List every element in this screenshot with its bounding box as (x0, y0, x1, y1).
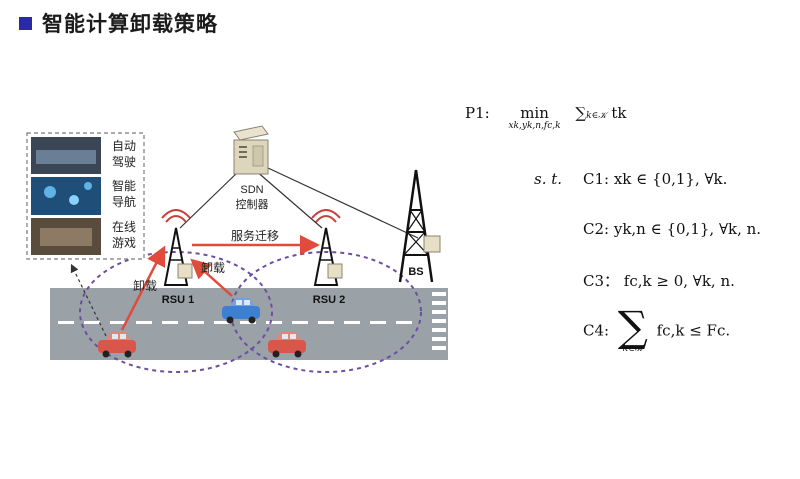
constraint-c4: C4: ∑ k∈𝒦 fc,k ≤ Fc. (583, 302, 731, 355)
constraint-c1: C1: xk ∈ {0,1}, ∀k. (583, 170, 728, 188)
slide-title: 智能计算卸载策略 (42, 12, 218, 36)
constraint-c3: C3： fc,k ≥ 0, ∀k, n. (583, 272, 735, 290)
crosswalk (432, 292, 446, 350)
application-panel: 自动 驾驶 智能 导航 在线 游戏 (26, 132, 145, 260)
p1-label: P1: (465, 104, 490, 122)
formula-p1: P1: min xk,yk,n,fc,k ∑k∈𝒦 tk (465, 104, 627, 131)
offload-arrow-red-car (120, 245, 166, 331)
c4-sum-operator: ∑ k∈𝒦 (617, 302, 648, 355)
sdn-controller-server-icon (233, 125, 269, 175)
panel-label-1b: 驾驶 (112, 154, 136, 169)
sdn-rsu2-link (254, 169, 323, 229)
c4-label: C4: (583, 321, 610, 340)
panel-label-3b: 游戏 (112, 236, 136, 250)
offload-label-2: 卸载 (201, 260, 225, 275)
sdn-controller-label: 控制器 (236, 197, 269, 211)
blue-car-icon (222, 298, 260, 324)
slide-title-bar: 智能计算卸载策略 (19, 9, 218, 37)
panel-label-2a: 智能 (112, 178, 136, 193)
bs-label: BS (408, 266, 423, 278)
panel-label-2b: 导航 (112, 194, 136, 209)
p1-sum: ∑k∈𝒦 (575, 104, 607, 122)
c4-sum-subscript: k∈𝒦 (622, 344, 644, 354)
red-car-icon (98, 332, 136, 358)
sdn-rsu1-link (179, 169, 241, 229)
navigation-thumbnail (31, 177, 101, 215)
p1-term: tk (611, 104, 627, 122)
rsu2-tower-icon (311, 209, 343, 286)
c4-expression: fc,k ≤ Fc. (656, 321, 731, 340)
rsu2-coverage-ellipse (230, 251, 422, 373)
offload-label-1: 卸载 (133, 278, 157, 293)
base-station-tower-icon (398, 169, 441, 283)
p1-min-subscript: xk,yk,n,fc,k (508, 121, 561, 131)
red-car-icon-2 (268, 332, 306, 358)
p1-min-operator: min xk,yk,n,fc,k (508, 104, 561, 131)
lane-markings (58, 321, 412, 324)
title-bullet (19, 16, 32, 30)
panel-label-1a: 自动 (112, 139, 136, 153)
sdn-bs-link (267, 167, 419, 239)
formula-subject-to: s. t. (534, 170, 563, 188)
offload-arrow-blue-car (190, 258, 233, 297)
rsu1-label: RSU 1 (162, 294, 194, 306)
sdn-label: SDN (240, 184, 263, 196)
car-to-panel-arrow (70, 263, 107, 337)
rsu1-coverage-ellipse (79, 251, 273, 373)
panel-label-3a: 在线 (112, 220, 136, 234)
service-migration-label: 服务迁移 (231, 228, 279, 243)
constraint-c2: C2: yk,n ∈ {0,1}, ∀k, n. (583, 220, 762, 238)
rsu2-label: RSU 2 (313, 294, 345, 306)
rsu1-tower-icon (161, 209, 193, 286)
